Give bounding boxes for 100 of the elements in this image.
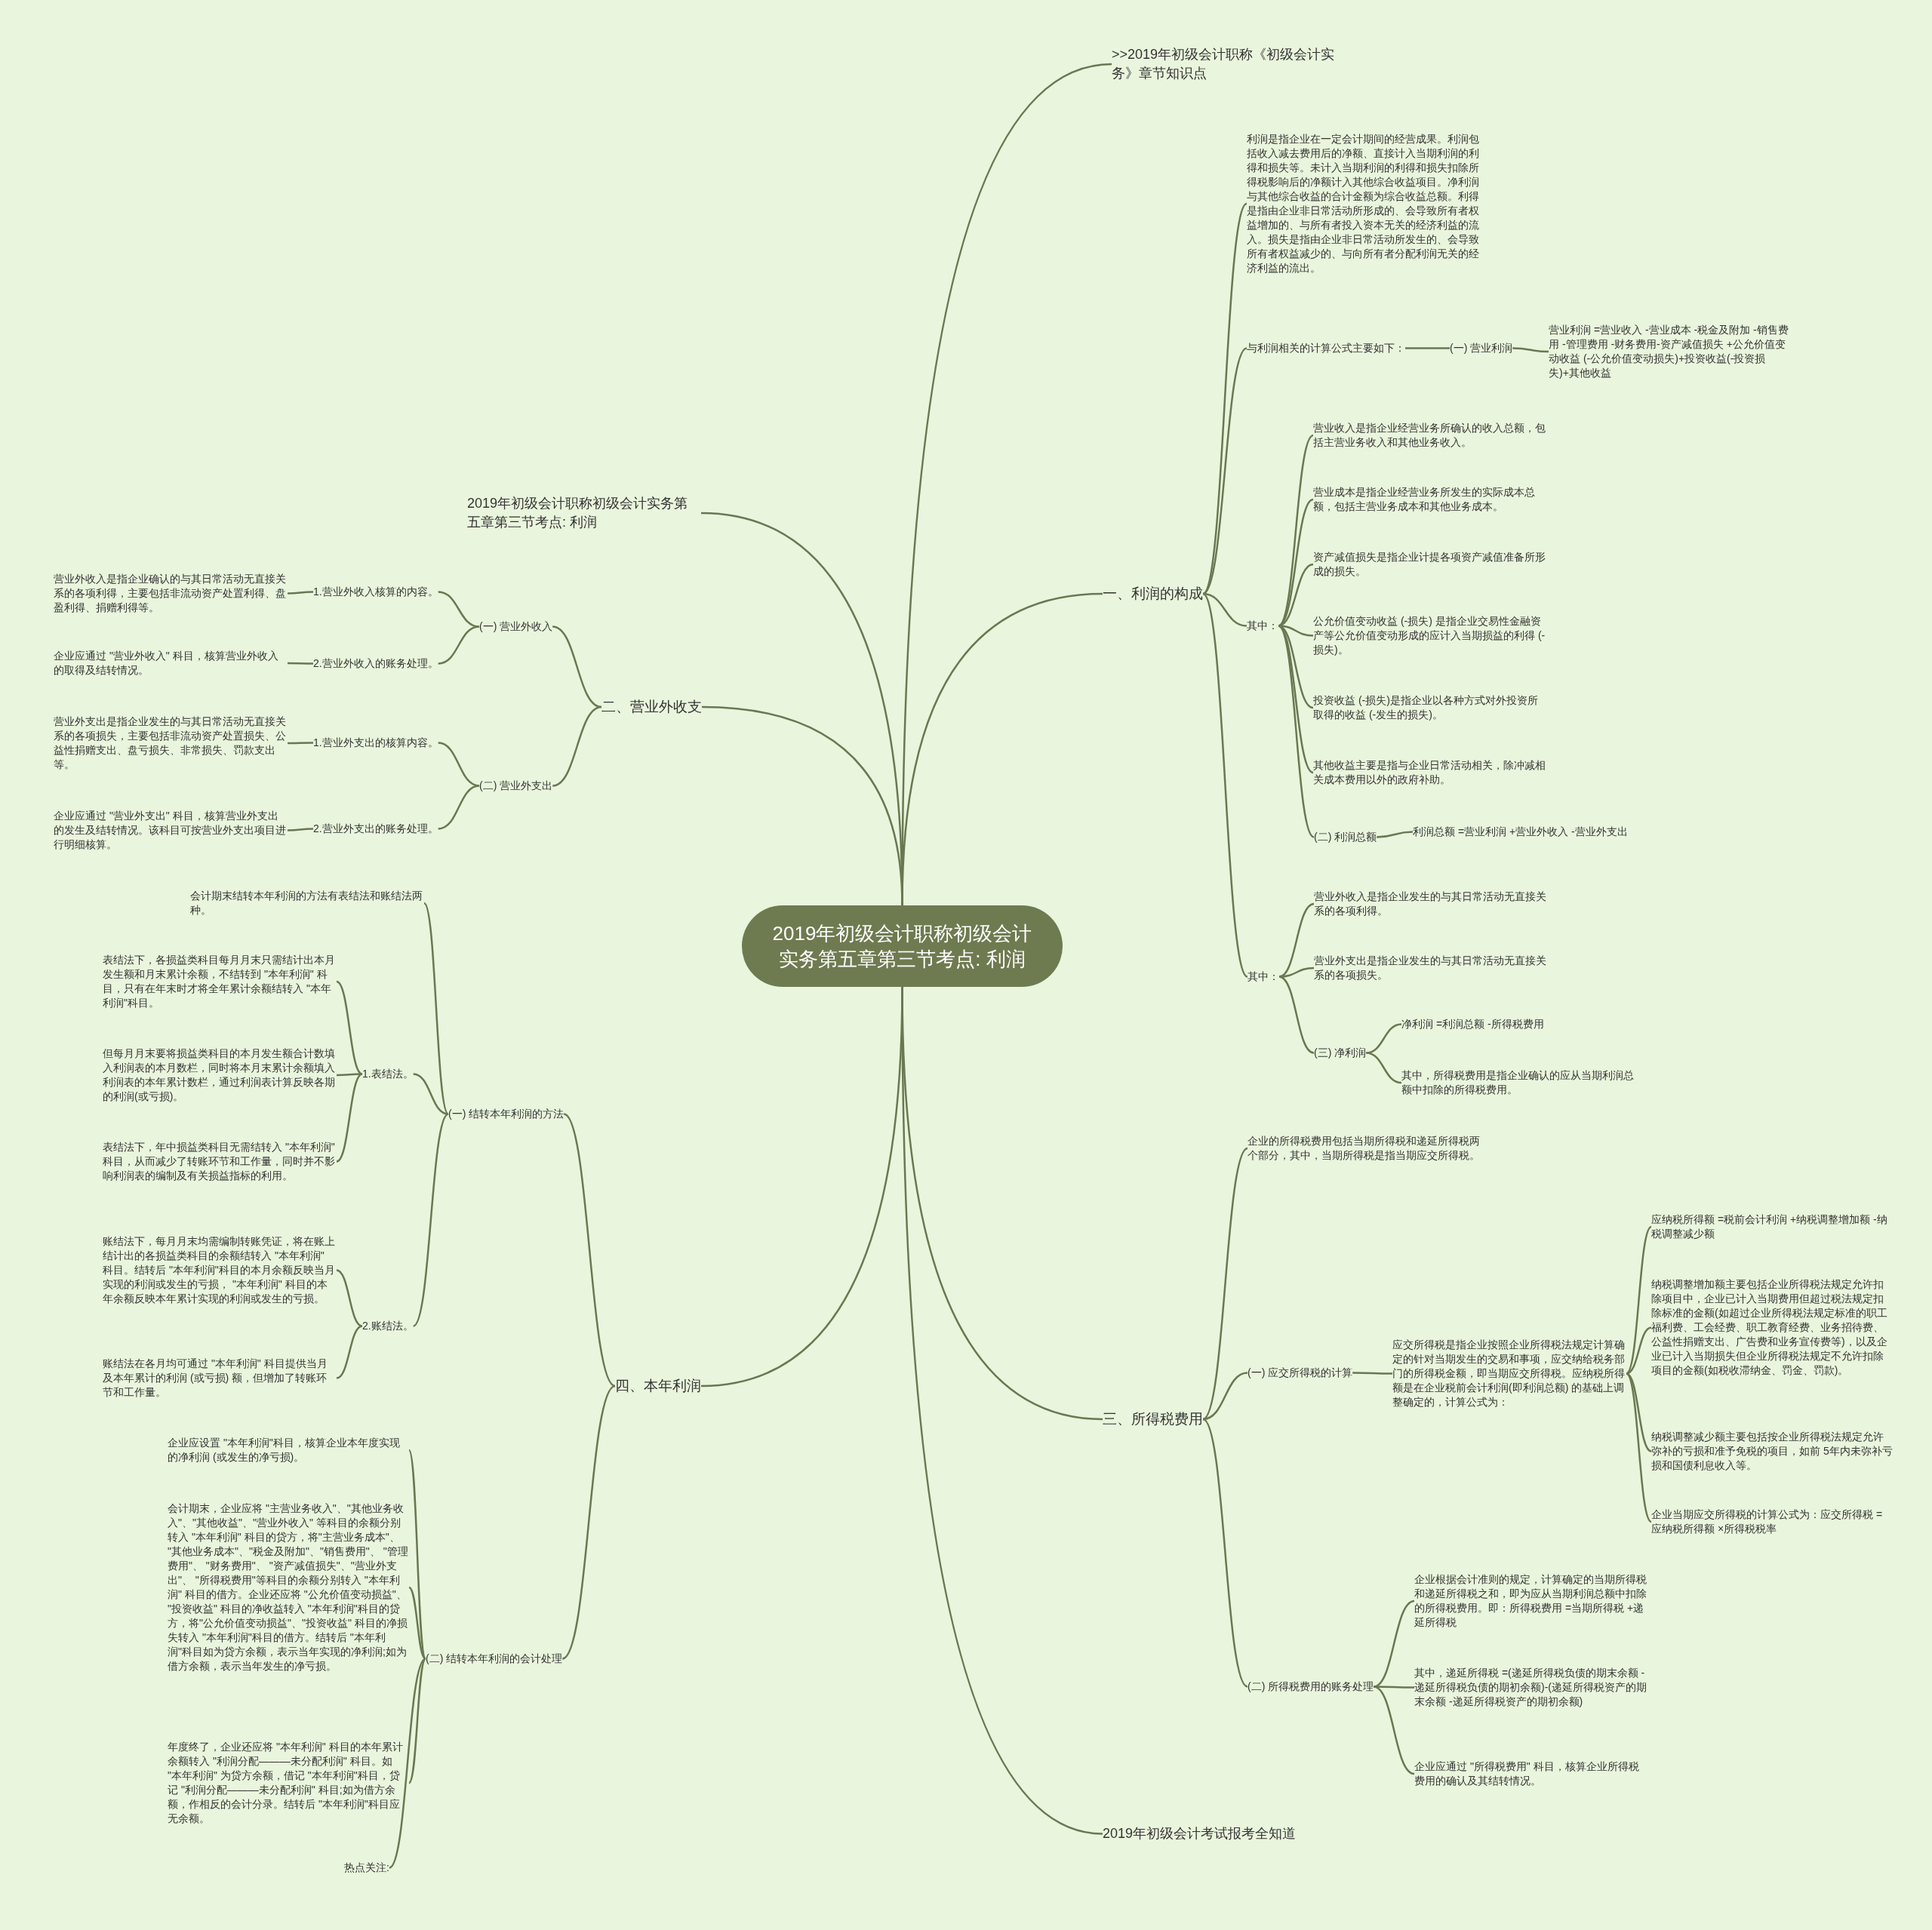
topic-text: 表结法下，年中损益类科目无需结转入 "本年利润" 科目，从而减少了转账环节和工作量，同时并不影响利润表的编制及有关损益指标的利用。	[103, 1140, 337, 1183]
topic-text: (一) 营业外收入	[479, 619, 553, 634]
topic-text: 营业成本是指企业经营业务所发生的实际成本总额，包括主营业务成本和其他业务成本。	[1313, 485, 1547, 514]
connector-line	[1202, 1372, 1248, 1421]
connector-line	[1626, 1226, 1652, 1375]
connector-line	[288, 742, 313, 745]
central-topic: 2019年初级会计职称初级会计实务第五章第三节考点: 利润	[742, 905, 1063, 987]
topic-text: 投资收益 (-损失)是指企业以各种方式对外投资所取得的收益 (-发生的损失)。	[1313, 693, 1547, 722]
topic-text: 2.账结法。	[362, 1319, 414, 1333]
topic-text: 但每月月末要将损益类科目的本月发生额合计数填入利润表的本月数栏，同时将本月末累计余额填入利润表的本年累计数栏，通过利润表计算反映各期的利润(或亏损)。	[103, 1046, 337, 1104]
topic-text: 纳税调整增加额主要包括企业所得税法规定允许扣除项目中，企业已计入当期费用但超过税法规定扣除标准的金额(如超过企业所得税法规定标准的职工福利费、工会经费、职工教育经费、业务招待费、公益性捐赠支出、广告费和业务宣传费等)，以及企业已计入当期损失但企业所得税法规定不允许扣除项目的金额(如税收滞纳金、罚金、罚款)。	[1651, 1277, 1893, 1378]
topic-text: 营业外支出是指企业发生的与其日常活动无直接关系的各项损失，主要包括非流动资产处置损失、公益性捐赠支出、盘亏损失、非常损失、罚款支出等。	[54, 715, 288, 772]
topic-text: 会计期末，企业应将 "主营业务收入"、"其他业务收入"、"其他收益"、"营业外收入" 等科目的余额分别转入 "本年利润" 科目的贷方，将"主营业务成本"、 "其他业务成本"、"税金及附加"、"销售费用"、 "管理费用"、 "财务费用"、 "资产减值损失"、"营业外支出"、 "所得税费用"等科目的余额分别转入 "本年利润" 科目的借方。企业还应将 "公允价值变动损益"、 "投资收益" 科目的净收益转入 "本年利润"科目的贷方，将"公允价值变动损益"、"投资收益" 科目的净损失转入 "本年利润"科目的借方。结转后 "本年利润"科目如为贷方余额，表示当年实现的净利润;如为借方余额，表示当年发生的净亏损。	[168, 1501, 409, 1673]
connector-line	[700, 986, 903, 1388]
connector-line	[288, 662, 313, 665]
topic-text: 1.表结法。	[362, 1067, 414, 1081]
topic-title: >>2019年初级会计职称《初级会计实务》章节知识点	[1112, 45, 1338, 83]
topic-text: 企业应通过 "营业外收入" 科目，核算营业外收入的取得及结转情况。	[54, 649, 288, 678]
connector-line	[438, 785, 480, 830]
topic-text: 企业当期应交所得税的计算公式为：应交所得税 =应纳税所得额 ×所得税税率	[1651, 1507, 1893, 1536]
topic-title: 2019年初级会计职称初级会计实务第五章第三节考点: 利润	[467, 494, 701, 532]
topic-text: (二) 所得税费用的账务处理	[1247, 1680, 1374, 1694]
topic-text: 表结法下，各损益类科目每月月末只需结计出本月发生额和月末累计余额，不结转到 "本年利润" 科目，只有在年末时才将全年累计余额结转入 "本年利润"科目。	[103, 953, 337, 1010]
branch-topic: 二、营业外收支	[601, 697, 702, 717]
connector-line	[1366, 1023, 1402, 1054]
connector-line	[1202, 1148, 1248, 1420]
connector-line	[423, 902, 450, 1115]
topic-text: 企业的所得税费用包括当期所得税和递延所得税两个部分，其中，当期所得税是指当期应交所得税。	[1247, 1134, 1481, 1163]
connector-line	[1405, 347, 1450, 349]
topic-text: 其中，递延所得税 =(递延所得税负债的期末余额 -递延所得税负债的期初余额)-(递延所得税资产的期末余额 -递延所得税资产的期初余额)	[1414, 1666, 1648, 1709]
connector-line	[1202, 347, 1247, 595]
topic-text: 企业应通过 "营业外支出" 科目，核算营业外支出的发生及结转情况。该科目可按营业外支出项目进行明细核算。	[54, 809, 288, 852]
connector-line	[1377, 831, 1414, 838]
connector-line	[336, 1325, 363, 1379]
topic-text: 资产减值损失是指企业计提各项资产减值准备所形成的损失。	[1313, 550, 1547, 579]
branch-topic: 三、所得税费用	[1103, 1409, 1203, 1429]
connector-line	[1626, 1326, 1652, 1375]
connector-line	[1626, 1372, 1652, 1452]
connector-line	[1202, 592, 1247, 627]
topic-text: (二) 利润总额	[1314, 830, 1377, 844]
connector-line	[1201, 593, 1249, 978]
connector-line	[1278, 976, 1315, 1054]
topic-text: 会计期末结转本年利润的方法有表结法和账结法两种。	[190, 889, 424, 917]
topic-text: (一) 营业利润	[1450, 341, 1513, 355]
topic-text: 企业根据会计准则的规定，计算确定的当期所得税和递延所得税之和，即为应从当期利润总额中扣除的所得税费用。即：所得税费用 =当期所得税 +递延所得税	[1414, 1572, 1648, 1630]
connector-line	[288, 591, 313, 595]
topic-text: 账结法在各月均可通过 "本年利润" 科目提供当月及本年累计的利润 (或亏损) 额，但增加了转账环节和工作量。	[103, 1357, 337, 1400]
topic-text: 企业应设置 "本年利润"科目，核算企业本年度实现的净利润 (或发生的净亏损)。	[168, 1436, 409, 1464]
topic-text: 应交所得税是指企业按照企业所得税法规定计算确定的针对当期发生的交易和事项，应交纳给税务部门的所得税金额，即当期应交所得税。应纳税所得额是在企业税前会计利润(即利润总额) 的基础上调整确定的，计算公式为：	[1392, 1338, 1626, 1409]
topic-text: (二) 营业外支出	[479, 779, 553, 793]
connector-line	[1512, 347, 1549, 353]
topic-text: (二) 结转本年利润的会计处理	[426, 1652, 563, 1666]
connector-line	[552, 705, 602, 787]
topic-text: 账结法下，每月月末均需编制转账凭证，将在账上结计出的各损益类科目的余额结转入 "本年利润" 科目。结转后 "本年利润"科目的本月余额反映当月实现的利润或发生的亏损， "本年利润" 科目的本年余额反映本年累计实现的利润或发生的亏损。	[103, 1234, 337, 1306]
connector-line	[1278, 625, 1314, 709]
topic-text: 2.营业外支出的账务处理。	[313, 822, 438, 836]
topic-text: 利润是指企业在一定会计期间的经营成果。利润包括收入减去费用后的净额、直接计入当期利润的利得和损失等。未计入当期利润的利得和损失扣除所得税影响后的净额计入其他综合收益项目。净利润与其他综合收益的合计金额为综合收益总额。利得是指由企业非日常活动所形成的、会导致所有者权益增加的、与所有者投入资本无关的经济利益的流入。损失是指由企业非日常活动所发生的、会导致所有者权益减少的、与向所有者分配利润无关的经济利益的流出。	[1247, 132, 1481, 275]
connector-line	[336, 980, 363, 1075]
topic-text: 营业收入是指企业经营业务所确认的收入总额，包括主营业务收入和其他业务收入。	[1313, 421, 1547, 450]
topic-text: 与利润相关的计算公式主要如下：	[1247, 341, 1405, 355]
connector-line	[336, 1269, 363, 1327]
connector-line	[563, 1113, 616, 1387]
connector-line	[1374, 1686, 1414, 1689]
topic-text: 2.营业外收入的账务处理。	[313, 656, 438, 671]
connector-line	[1366, 1052, 1402, 1084]
connector-line	[336, 1073, 363, 1163]
connector-line	[389, 1658, 426, 1869]
connector-line	[1626, 1372, 1652, 1523]
topic-text: 营业外支出是指企业发生的与其日常活动无直接关系的各项损失。	[1314, 954, 1548, 982]
topic-text: 营业利润 =营业收入 -营业成本 -税金及附加 -销售费用 -管理费用 -财务费用-资产减值损失 +公允价值变动收益 (-公允价值变动损失)+投资收益(-投资损失)+其他收益	[1549, 323, 1790, 380]
connector-line	[1278, 967, 1315, 978]
topic-text: (三) 净利润	[1314, 1046, 1367, 1060]
connector-line	[408, 1587, 426, 1660]
connector-line	[438, 625, 480, 665]
topic-text: 年度终了，企业还应将 "本年利润" 科目的本年累计余额转入 "利润分配———未分配利润" 科目。如 "本年利润" 为贷方余额，借记 "本年利润"科目，贷记 "利润分配———未分配利润" 科目;如为借方余额，作相反的会计分录。结转后 "本年利润"科目应无余额。	[168, 1740, 409, 1826]
connector-line	[413, 1073, 449, 1115]
topic-text: 1.营业外收入核算的内容。	[313, 585, 438, 599]
topic-text: 利润总额 =营业利润 +营业外收入 -营业外支出	[1413, 825, 1647, 839]
topic-title: 2019年初级会计考试报考全知道	[1103, 1824, 1297, 1843]
topic-text: 热点关注:	[344, 1861, 389, 1875]
connector-line	[337, 1073, 362, 1077]
topic-text: 其他收益主要是指与企业日常活动相关，除冲减相关成本费用以外的政府补助。	[1313, 758, 1547, 787]
connector-line	[1352, 1372, 1392, 1375]
topic-text: 企业应通过 "所得税费用" 科目，核算企业所得税费用的确认及其结转情况。	[1414, 1759, 1648, 1788]
topic-text: 其中：	[1247, 970, 1279, 984]
connector-line	[412, 1113, 449, 1327]
topic-text: (一) 结转本年利润的方法	[448, 1107, 565, 1121]
topic-text: 营业外收入是指企业发生的与其日常活动无直接关系的各项利得。	[1314, 890, 1548, 918]
topic-text: 营业外收入是指企业确认的与其日常活动无直接关系的各项利得，主要包括非流动资产处置利得、盘盈利得、捐赠利得等。	[54, 572, 288, 615]
branch-topic: 一、利润的构成	[1103, 584, 1203, 604]
connector-line	[1202, 1418, 1248, 1688]
topic-text: 净利润 =利润总额 -所得税费用	[1401, 1017, 1544, 1031]
topic-text: 公允价值变动收益 (-损失) 是指企业交易性金融资产等公允价值变动形成的应计入当期损益的利得 (-损失)。	[1313, 614, 1547, 657]
connector-line	[438, 591, 480, 628]
topic-text: 其中，所得税费用是指企业确认的应从当期利润总额中扣除的所得税费用。	[1401, 1068, 1635, 1097]
connector-line	[288, 828, 313, 831]
topic-text: (一) 应交所得税的计算	[1247, 1366, 1353, 1380]
connector-line	[1278, 498, 1314, 627]
topic-text: 应纳税所得额 =税前会计利润 +纳税调整增加额 -纳税调整减少额	[1651, 1212, 1893, 1241]
connector-line	[1373, 1686, 1415, 1775]
